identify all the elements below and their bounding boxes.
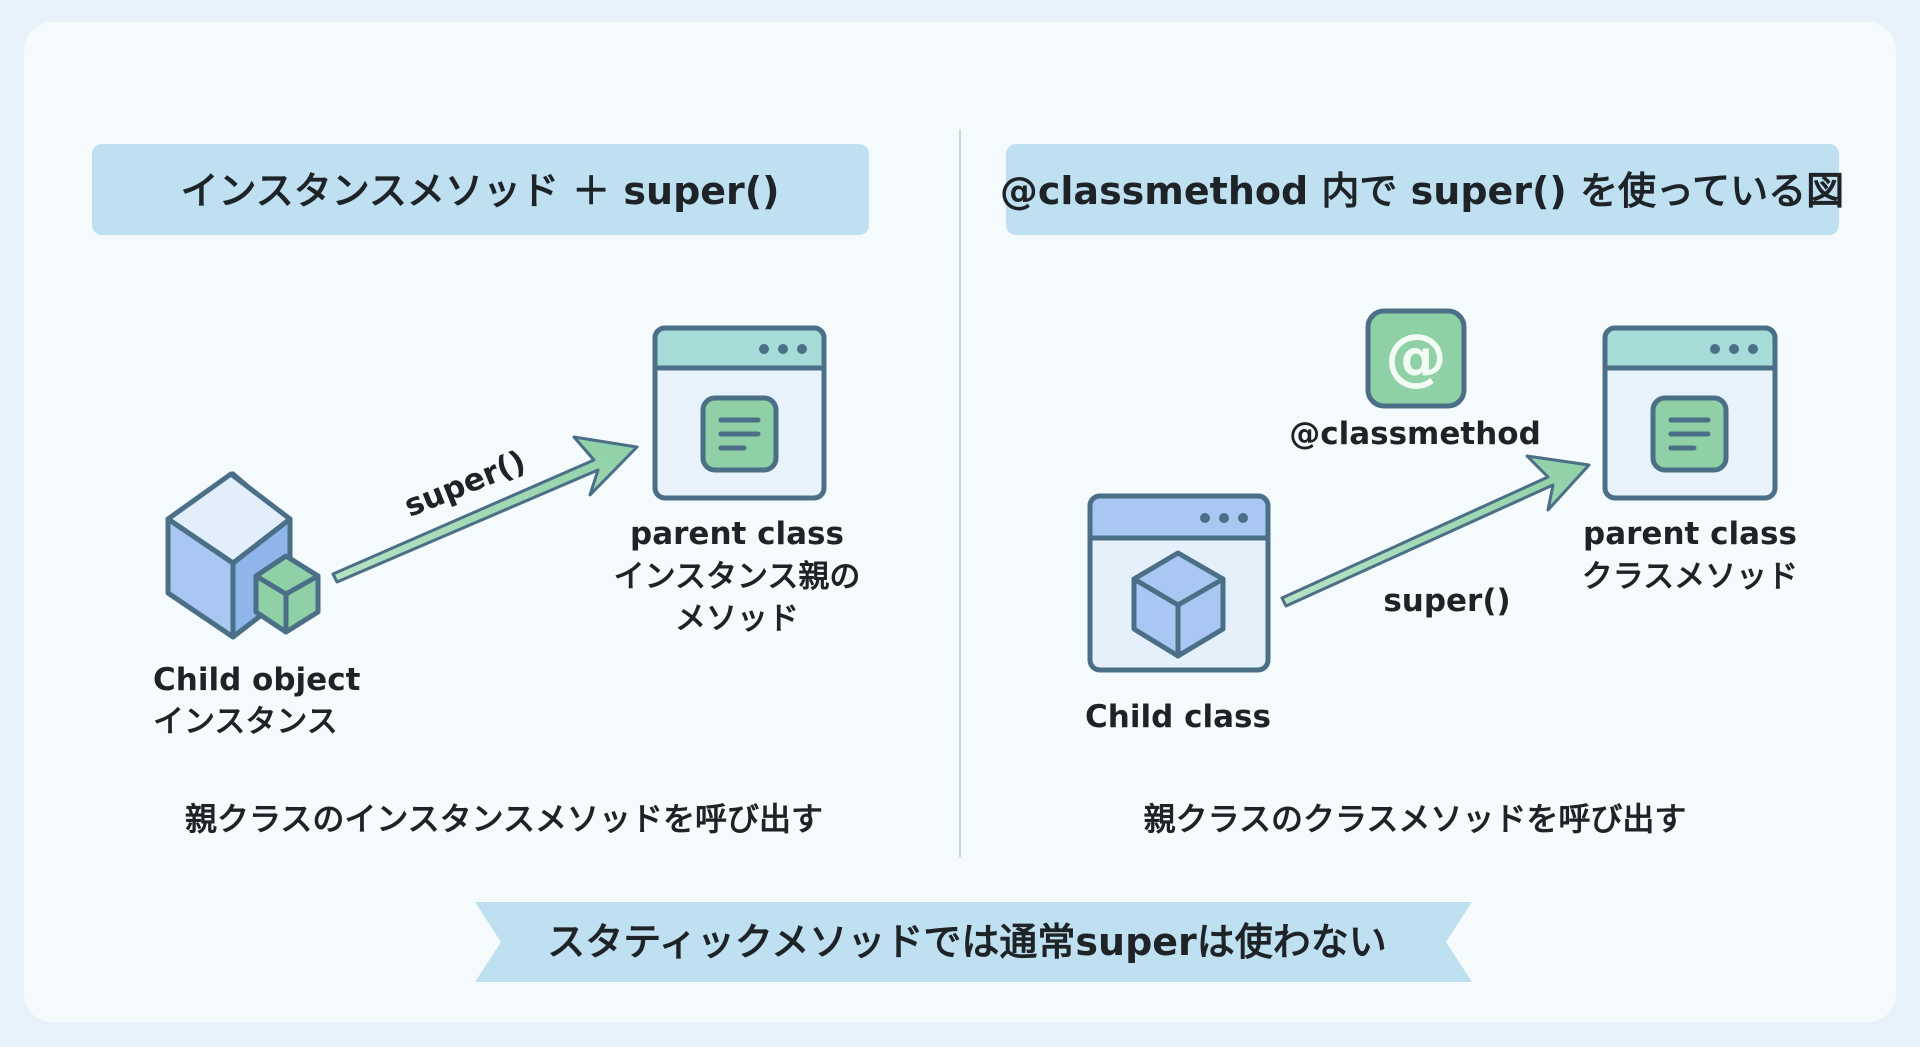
left-title-banner <box>92 144 869 235</box>
parent-class-label-line1: parent class <box>630 516 844 552</box>
small-green-cube-icon <box>253 553 321 635</box>
child-class-label: Child class <box>1085 699 1271 735</box>
footer-note: スタティックメソッドでは通常superは使わない <box>547 920 1387 964</box>
left-title: インスタンスメソッド ＋ super() <box>180 169 779 213</box>
footer-ribbon <box>475 902 1472 982</box>
parent-class-label-line2: インスタンス親の <box>614 559 861 595</box>
at-sign-icon <box>1365 308 1467 409</box>
right-arrow-label: super() <box>1383 583 1510 619</box>
parent-class-label-line2: クラスメソッド <box>1582 559 1798 595</box>
super-call-arrow-icon <box>1280 454 1591 608</box>
right-title-banner <box>1006 144 1839 235</box>
left-panel: インスタンスメソッド ＋ super() Child object インスタンス… <box>92 144 869 838</box>
right-caption: 親クラスのクラスメソッドを呼び出す <box>1144 800 1687 838</box>
child-object-cube-icon <box>165 471 321 640</box>
parent-class-label-line1: parent class <box>1583 516 1797 552</box>
cube-icon <box>1131 550 1226 659</box>
child-class-window-icon <box>1087 493 1271 673</box>
right-title: @classmethod 内で super() を使っている図 <box>1000 169 1844 213</box>
at-sign-glyph: @ <box>1385 320 1447 393</box>
classmethod-label: @classmethod <box>1289 416 1541 452</box>
right-panel: @classmethod 内で super() を使っている図 @ @class… <box>1000 144 1844 838</box>
super-call-arrow-icon <box>331 435 639 584</box>
parent-class-label-line3: メソッド <box>675 601 799 637</box>
child-object-label-line1: Child object <box>153 662 361 698</box>
left-caption: 親クラスのインスタンスメソッドを呼び出す <box>185 800 823 838</box>
parent-class-window-icon <box>1602 325 1778 501</box>
parent-class-window-icon <box>652 325 827 501</box>
child-object-label-line2: インスタンス <box>153 704 338 740</box>
